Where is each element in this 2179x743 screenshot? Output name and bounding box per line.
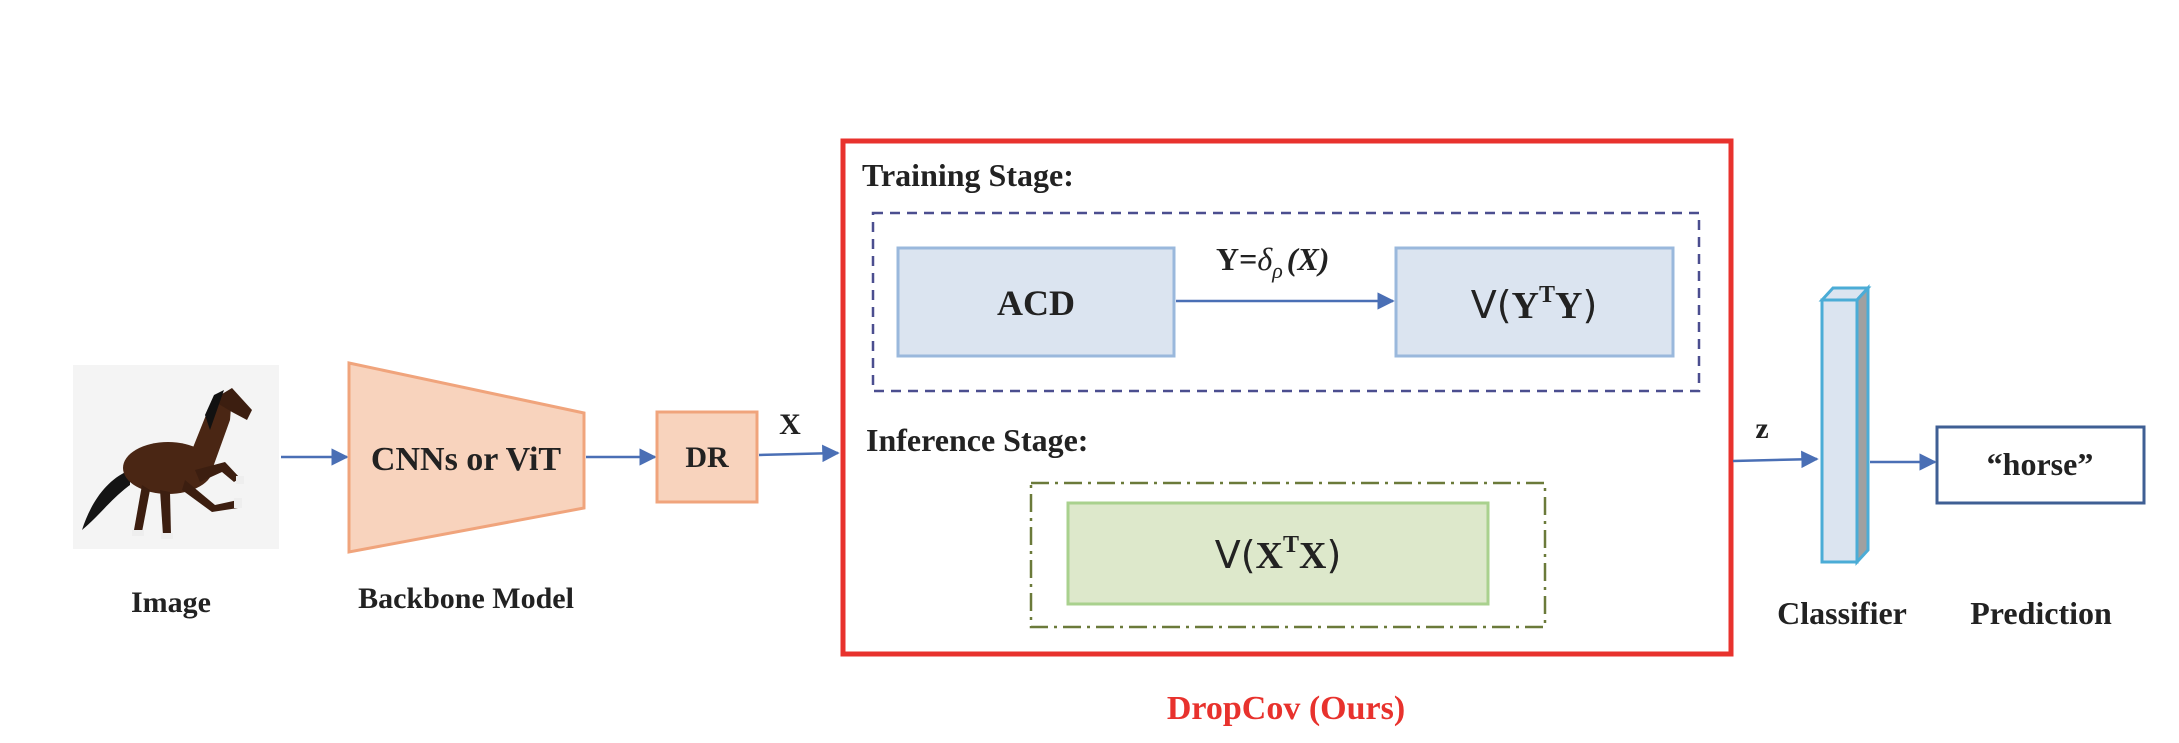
v-open: V( [1471,283,1512,327]
prediction-box [1935,425,2146,505]
yt-tail: Y [1555,285,1582,327]
rho-subscript: ρ [1271,258,1283,283]
v-close: ) [1582,283,1597,327]
xt-base: X [1256,535,1283,577]
training-stage-frame [871,211,1701,393]
acd-label: ACD [997,283,1075,323]
yt-sup: T [1539,282,1555,308]
arrow-dropcov-to-classifier [1732,450,1819,469]
horse-image [73,365,279,549]
delta-symbol: δ [1257,241,1273,277]
z-arrow-label: z [1755,412,1768,445]
training-cov-label: V(YTY) [1471,282,1598,327]
classifier-label: Classifier [1777,595,1907,631]
training-stage-label: Training Stage: [862,157,1074,193]
dropcov-label: DropCov (Ours) [1167,690,1405,727]
dr-label: DR [685,441,729,474]
y-equals: Y= [1216,241,1257,277]
inference-cov-box [1066,501,1490,606]
inference-cov-label: V(XTX) [1215,532,1342,577]
delta-args: (X) [1287,241,1330,277]
arrow-dr-to-dropcov [758,444,840,463]
xt-tail: X [1299,535,1326,577]
v-open-inf: V( [1215,533,1256,577]
yt-base: Y [1512,285,1539,327]
x-arrow-label: X [779,408,801,441]
acd-box [896,246,1176,358]
v-close-inf: ) [1326,533,1341,577]
image-label: Image [131,586,211,619]
backbone-label: Backbone Model [358,582,574,615]
prediction-label: Prediction [1970,595,2112,631]
backbone-box [347,361,586,554]
classifier-bar [1818,284,1872,566]
xt-sup: T [1283,532,1299,558]
dropcov-frame [840,138,1734,657]
inference-stage-frame [1029,481,1547,629]
dropout-equation: Y=δρ(X) [1216,241,1329,283]
backbone-box-label: CNNs or ViT [371,441,561,478]
training-cov-box [1394,246,1675,358]
prediction-box-label: “horse” [1987,446,2094,482]
inference-stage-label: Inference Stage: [866,422,1088,458]
dr-box [655,410,759,504]
